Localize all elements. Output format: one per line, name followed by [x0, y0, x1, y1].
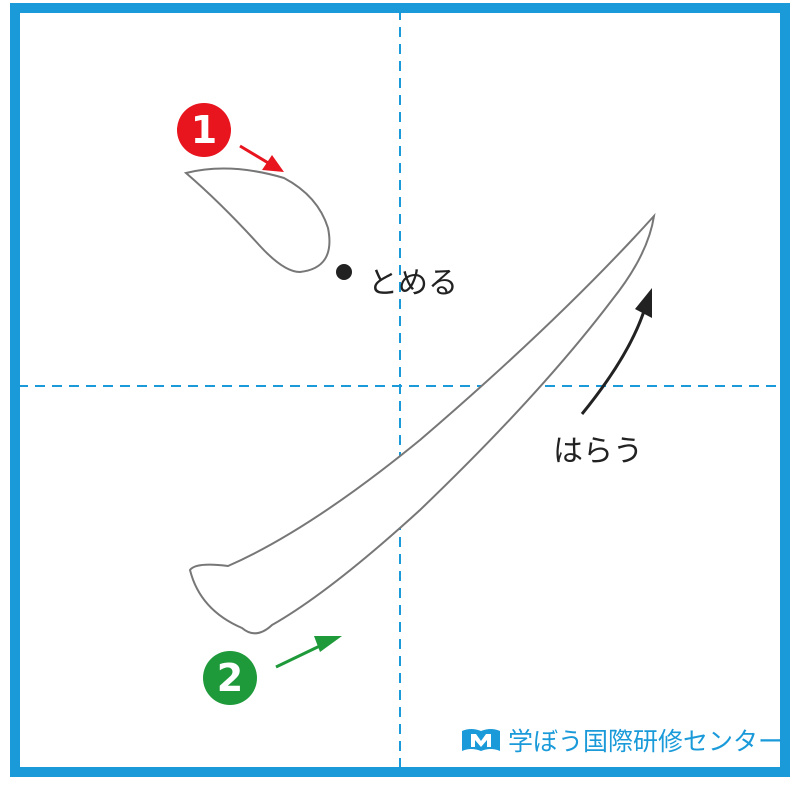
step-2-number: 2: [216, 656, 244, 700]
stroke-1-outline: [183, 167, 331, 274]
tome-dot: [336, 264, 352, 280]
stroke-2-direction-arrow: [275, 636, 342, 669]
harau-direction-arrow: [580, 288, 652, 415]
tome-label: とめる: [368, 266, 458, 301]
brand-name: 学ぼう国際研修センター: [508, 727, 784, 756]
step-2-badge: 2: [203, 651, 257, 705]
stroke-1-direction-arrow: [239, 144, 284, 172]
stroke-2-outline: [188, 212, 656, 635]
step-1-badge: 1: [177, 103, 231, 157]
grid-border: [10, 3, 790, 777]
harau-label: はらう: [553, 434, 643, 469]
step-1-number: 1: [190, 108, 218, 152]
book-m-logo-icon: [462, 729, 500, 751]
brand-logo: 学ぼう国際研修センター: [460, 722, 783, 758]
